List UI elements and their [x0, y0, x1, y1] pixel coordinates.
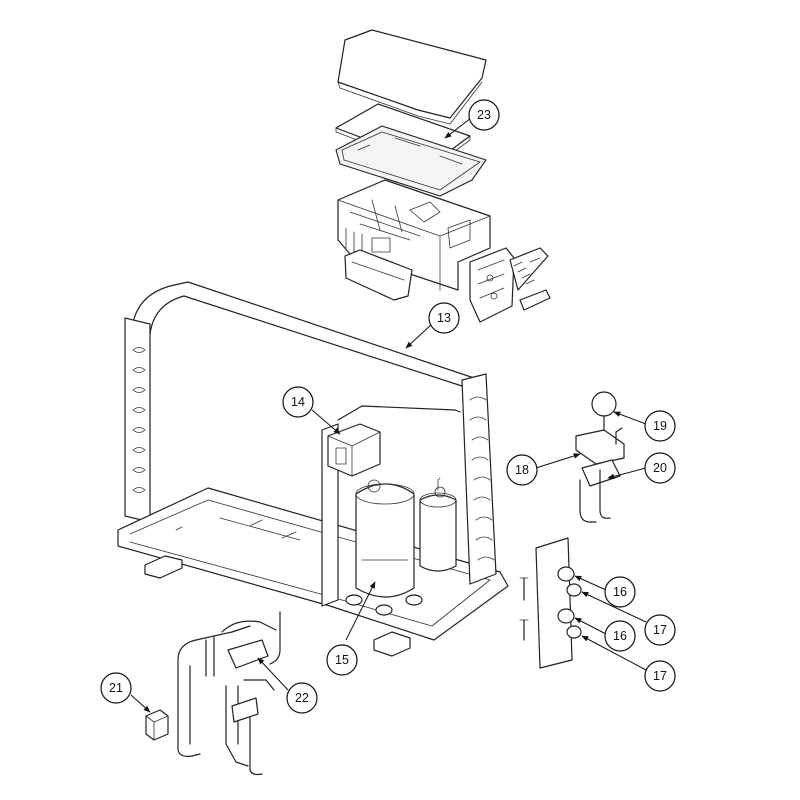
callout-17b: 17 [644, 660, 676, 692]
callout-circle [282, 386, 314, 418]
callout-23: 23 [468, 99, 500, 131]
callout-number: 13 [437, 311, 451, 325]
callout-number: 22 [295, 691, 309, 705]
solenoid-coil [145, 709, 169, 741]
callout-number: 16 [613, 629, 627, 643]
callout-circle [644, 452, 676, 484]
callout-circle [506, 454, 538, 486]
callout-number: 17 [653, 669, 667, 683]
callout-circle [644, 410, 676, 442]
callout-circle [604, 620, 636, 652]
callout-circle [100, 672, 132, 704]
top-cover-assembly [335, 29, 551, 323]
callout-circle [604, 576, 636, 608]
four-way-valve-assembly [575, 391, 625, 523]
callout-19: 19 [644, 410, 676, 442]
callout-number: 18 [515, 463, 529, 477]
outdoor-unit-frame [117, 281, 509, 657]
callout-number: 14 [291, 395, 305, 409]
callout-layer: 13 14 15 16 16 17 17 18 19 20 21 22 23 [100, 99, 676, 714]
callout-number: 23 [477, 108, 491, 122]
callout-number: 15 [335, 653, 349, 667]
callout-15: 15 [326, 644, 358, 676]
callout-18: 18 [506, 454, 538, 486]
callout-number: 16 [613, 585, 627, 599]
leader-lines [130, 117, 647, 713]
callout-number: 17 [653, 623, 667, 637]
callout-circle [644, 614, 676, 646]
callout-17a: 17 [644, 614, 676, 646]
callout-22: 22 [286, 682, 318, 714]
service-valve-plate [519, 537, 582, 669]
callout-circle [286, 682, 318, 714]
piping-assembly [177, 611, 281, 776]
callout-circle [644, 660, 676, 692]
callout-number: 20 [653, 461, 667, 475]
callout-16a: 16 [604, 576, 636, 608]
callout-circle [428, 302, 460, 334]
callout-number: 21 [109, 681, 123, 695]
callout-21: 21 [100, 672, 132, 704]
callout-13: 13 [428, 302, 460, 334]
callout-number: 19 [653, 419, 667, 433]
callout-16b: 16 [604, 620, 636, 652]
callout-circle [326, 644, 358, 676]
callout-circle [468, 99, 500, 131]
callout-20: 20 [644, 452, 676, 484]
callout-14: 14 [282, 386, 314, 418]
